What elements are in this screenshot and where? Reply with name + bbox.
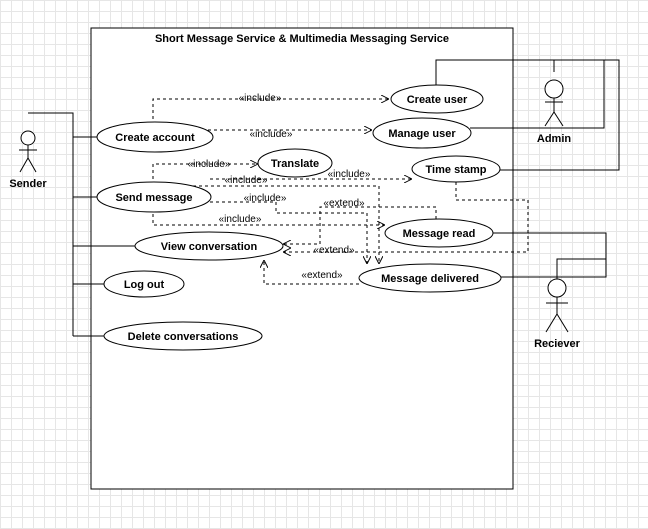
actor-label: Reciever [534, 338, 581, 350]
relationship-labels: «include» «include» «include» «include» … [188, 93, 371, 281]
use-case-label: Send message [115, 192, 192, 204]
use-case-label: View conversation [161, 241, 258, 253]
label-include-message-read: «include» [244, 193, 287, 204]
use-case-label: Manage user [388, 128, 456, 140]
use-case-create-account[interactable]: Create account [96, 121, 214, 153]
use-case-label: Create account [115, 132, 195, 144]
use-case-create-user[interactable]: Create user [390, 84, 484, 114]
label-include-time-stamp-1: «include» [328, 169, 371, 180]
use-case-log-out[interactable]: Log out [103, 270, 185, 298]
use-case-label: Log out [124, 279, 165, 291]
use-case-time-stamp[interactable]: Time stamp [411, 155, 501, 183]
label-include-time-stamp-2: «include» [225, 175, 268, 186]
use-case-label: Message delivered [381, 273, 479, 285]
use-case-message-read[interactable]: Message read [384, 218, 494, 248]
actor-receiver[interactable]: Reciever [534, 278, 581, 350]
label-include-create-user: «include» [239, 93, 282, 104]
label-include-translate: «include» [188, 159, 231, 170]
use-case-label: Message read [403, 228, 476, 240]
receiver-associations [493, 232, 607, 280]
use-case-send-message[interactable]: Send message [96, 181, 212, 213]
use-case-label: Translate [271, 158, 319, 170]
label-extend-delivered-view: «extend» [301, 270, 343, 281]
stick-figure-icon [545, 278, 569, 333]
use-case-view-conversation[interactable]: View conversation [134, 231, 284, 261]
use-case-label: Delete conversations [128, 331, 239, 343]
use-case-delete-conversations[interactable]: Delete conversations [103, 321, 263, 351]
stick-figure-icon [544, 79, 564, 127]
actor-admin[interactable]: Admin [537, 79, 572, 145]
stick-figure-icon [19, 130, 37, 173]
use-case-message-delivered[interactable]: Message delivered [358, 263, 502, 293]
admin-associations [435, 59, 620, 171]
use-case-label: Create user [407, 94, 468, 106]
actor-label: Admin [537, 133, 572, 145]
use-case-translate[interactable]: Translate [257, 148, 333, 178]
actor-sender[interactable]: Sender [9, 130, 47, 190]
label-extend-read-view: «extend» [323, 198, 365, 209]
label-include-manage-user: «include» [250, 129, 293, 140]
relationships [152, 99, 529, 285]
label-extend-read-delivered: «extend» [313, 245, 355, 256]
system-title: Short Message Service & Multimedia Messa… [155, 33, 449, 45]
label-include-view-conversation: «include» [219, 214, 262, 225]
use-case-manage-user[interactable]: Manage user [372, 117, 472, 149]
actor-label: Sender [9, 178, 47, 190]
sender-associations [28, 112, 135, 337]
use-case-label: Time stamp [426, 164, 487, 176]
